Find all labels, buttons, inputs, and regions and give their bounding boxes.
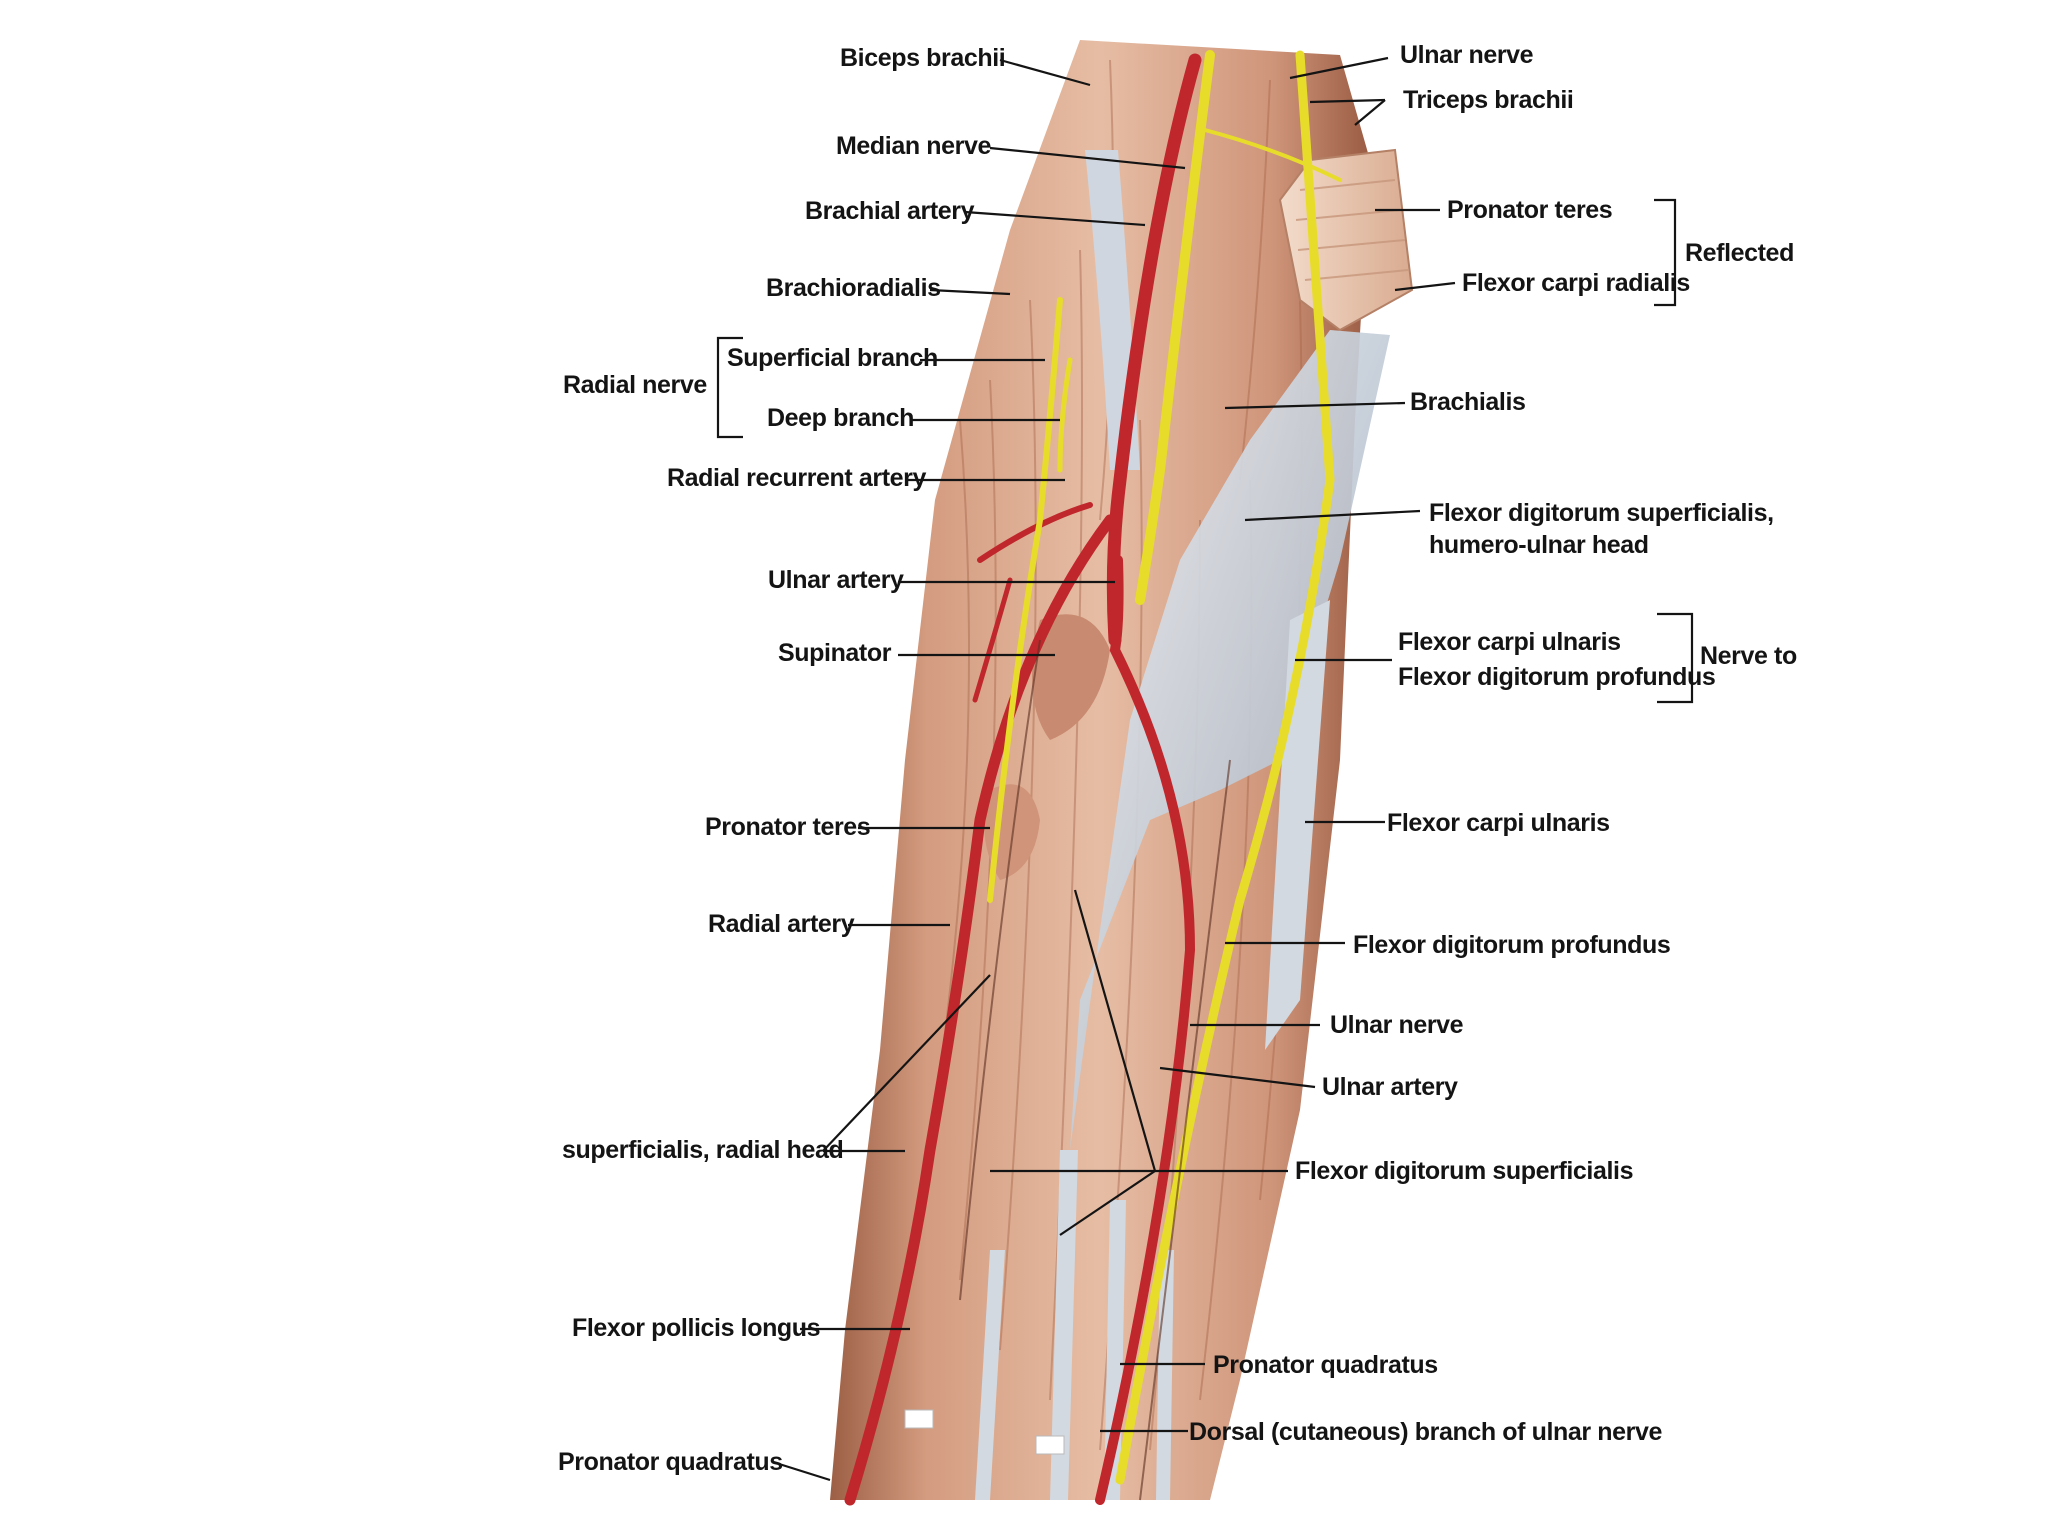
label-flexor-digitorum-profundus: Flexor digitorum profundus [1353, 931, 1671, 959]
label-nerve-to: Nerve to [1700, 642, 1797, 670]
supinator-muscle [1032, 614, 1110, 740]
label-median-nerve: Median nerve [836, 132, 991, 160]
ulnar-nerve-vessel [1115, 50, 1335, 1485]
forearm-muscle-mass [830, 40, 1370, 1500]
label-fds-humero-ulnar-2: humero-ulnar head [1429, 531, 1649, 559]
label-brachial-artery: Brachial artery [805, 197, 975, 225]
distal-tendons [975, 600, 1330, 1500]
label-deep-branch: Deep branch [767, 404, 915, 432]
label-fds-radial-head: superficialis, radial head [562, 1136, 844, 1164]
nerves [987, 50, 1342, 1485]
median-nerve-vessel [1135, 50, 1215, 605]
label-flexor-digitorum-superficialis: Flexor digitorum superficialis [1295, 1157, 1634, 1185]
label-radial-artery: Radial artery [708, 910, 855, 938]
fds-humero-ulnar-sheet [1070, 330, 1390, 1150]
leader-lines [716, 56, 1694, 1482]
ulnar-artery-vessel [1095, 555, 1196, 1505]
label-radial-recurrent-artery: Radial recurrent artery [667, 464, 926, 492]
label-reflected: Reflected [1685, 239, 1794, 267]
label-ulnar-nerve-lower: Ulnar nerve [1330, 1011, 1464, 1039]
label-supinator: Supinator [778, 639, 892, 667]
label-ulnar-artery-upper: Ulnar artery [768, 566, 904, 594]
label-pronator-teres-left: Pronator teres [705, 813, 871, 841]
label-nerve-to-fdp: Flexor digitorum profundus [1398, 663, 1716, 691]
label-pronator-teres-right: Pronator teres [1447, 196, 1613, 224]
label-radial-nerve: Radial nerve [563, 371, 707, 399]
label-flexor-pollicis-longus: Flexor pollicis longus [572, 1314, 821, 1342]
label-nerve-to-fcu: Flexor carpi ulnaris [1398, 628, 1621, 656]
label-fds-humero-ulnar-1: Flexor digitorum superficialis, [1429, 499, 1774, 527]
label-superficial-branch: Superficial branch [727, 344, 938, 372]
label-dorsal-branch-ulnar-nerve: Dorsal (cutaneous) branch of ulnar nerve [1189, 1418, 1662, 1446]
radial-superficial-branch-vessel [987, 297, 1063, 903]
label-ulnar-artery-lower: Ulnar artery [1322, 1073, 1458, 1101]
label-biceps-brachii: Biceps brachii [840, 44, 1006, 72]
radial-deep-branch-vessel [1057, 357, 1073, 473]
label-brachioradialis: Brachioradialis [766, 274, 941, 302]
label-pronator-quadratus-left: Pronator quadratus [558, 1448, 783, 1476]
label-flexor-carpi-radialis: Flexor carpi radialis [1462, 269, 1690, 297]
label-ulnar-nerve-top: Ulnar nerve [1400, 41, 1534, 69]
label-triceps-brachii: Triceps brachii [1403, 86, 1574, 114]
label-brachialis: Brachialis [1410, 388, 1526, 416]
label-flexor-carpi-ulnaris: Flexor carpi ulnaris [1387, 809, 1610, 837]
label-pronator-quadratus-right: Pronator quadratus [1213, 1351, 1438, 1379]
